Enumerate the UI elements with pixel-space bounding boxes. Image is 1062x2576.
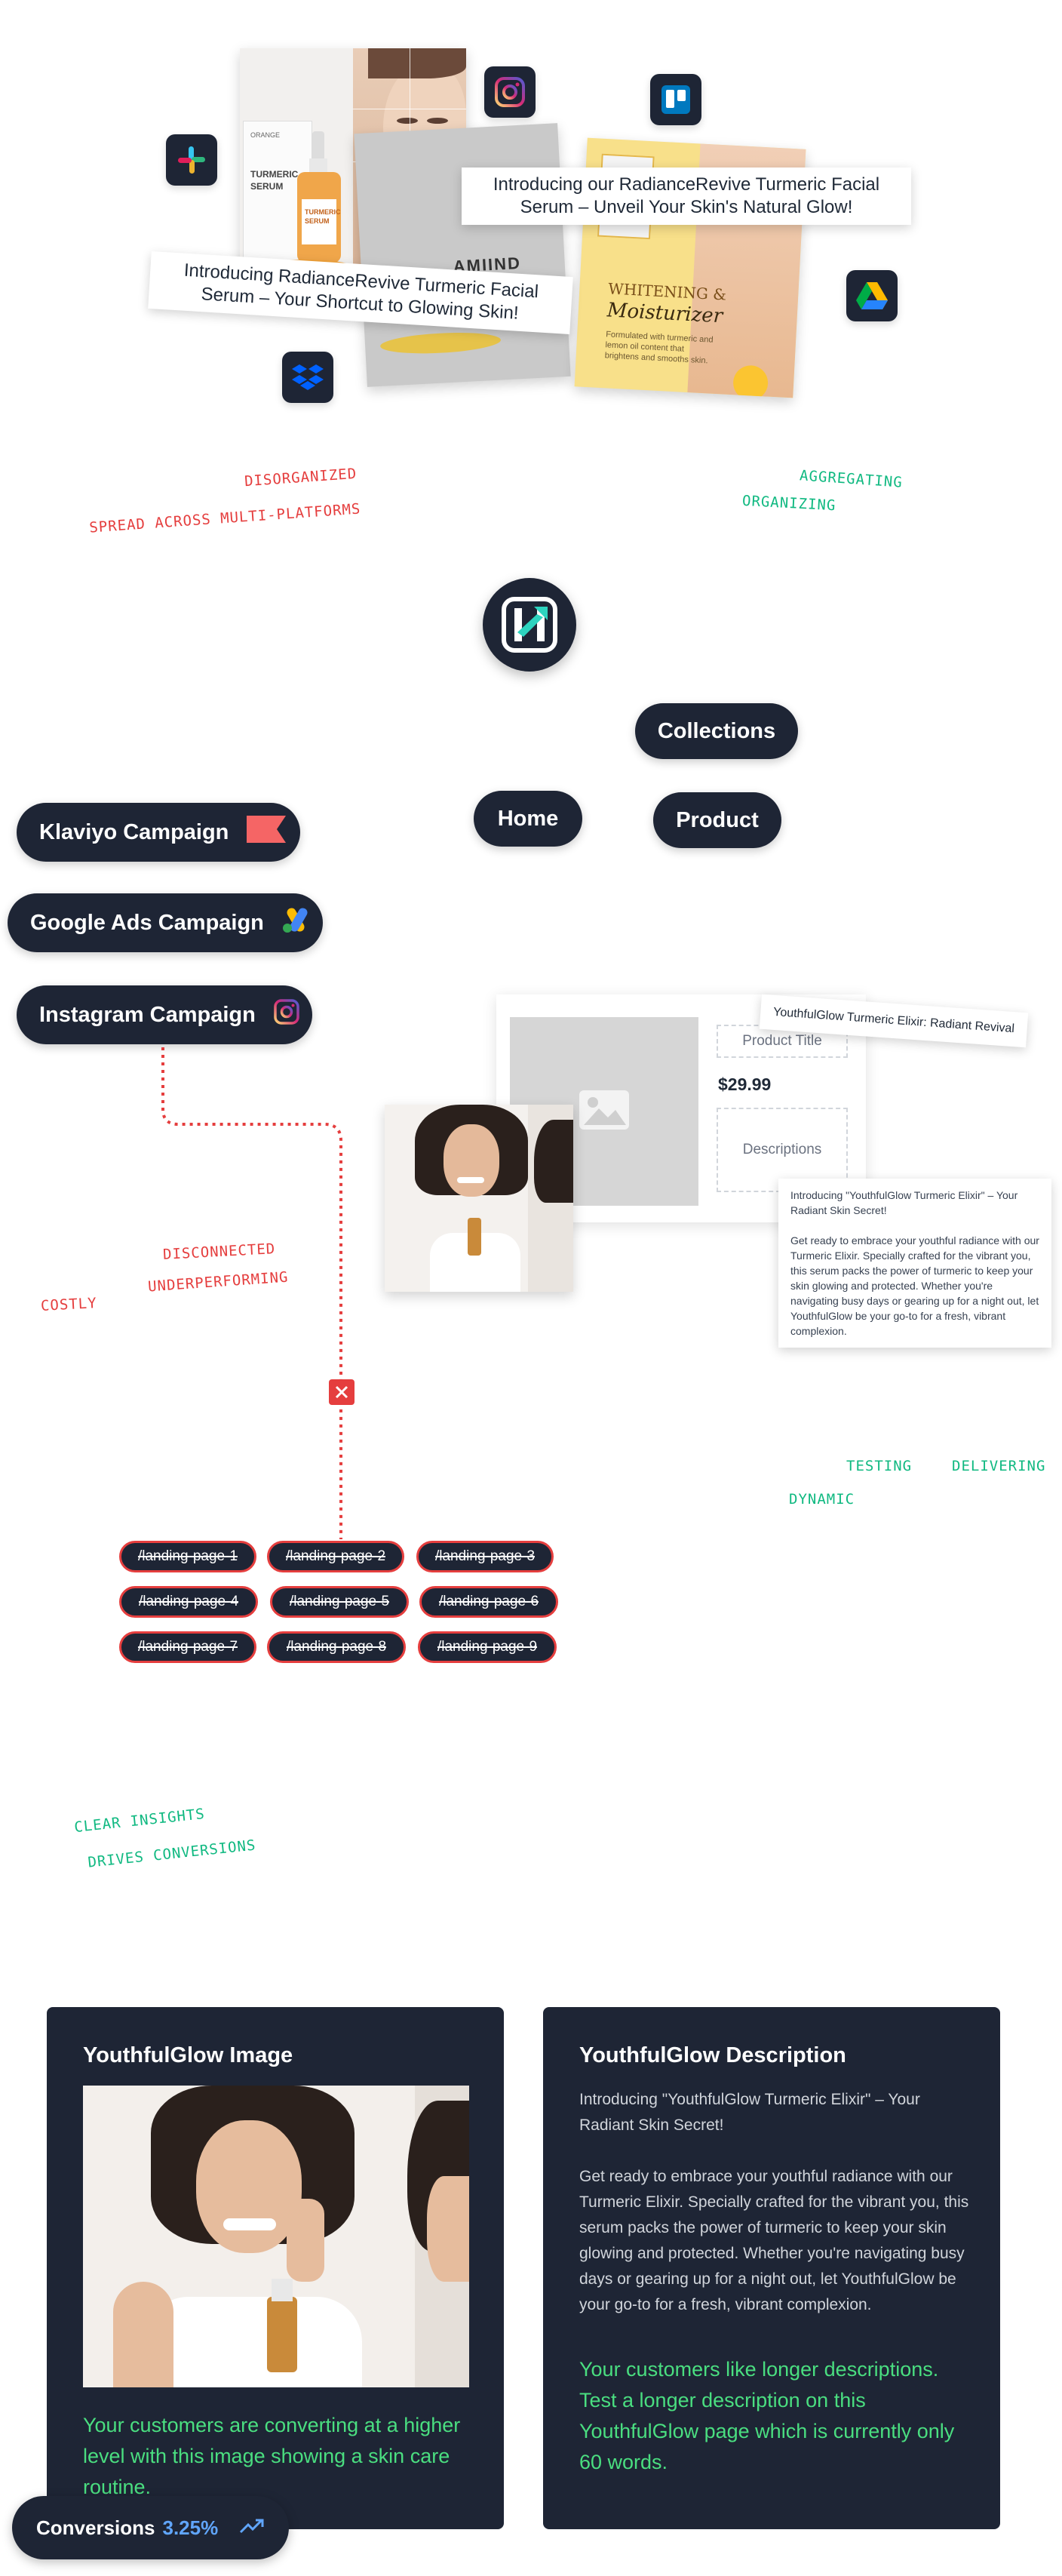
product-price: $29.99 (718, 1074, 772, 1094)
floating-description: Introducing "YouthfulGlow Turmeric Elixi… (778, 1179, 1051, 1348)
trend-up-icon (239, 2516, 265, 2540)
landing-page-pill[interactable]: /landing-page-3 (416, 1541, 554, 1572)
woman-photo-card (385, 1105, 573, 1292)
conversions-label: Conversions (36, 2516, 155, 2539)
trello-icon (650, 74, 701, 125)
campaign-instagram[interactable]: Instagram Campaign (17, 985, 312, 1044)
campaign-google-ads[interactable]: Google Ads Campaign (8, 893, 323, 952)
broken-connector (161, 1047, 342, 1539)
instagram-icon (484, 66, 536, 118)
floating-description-intro: Introducing "YouthfulGlow Turmeric Elixi… (790, 1189, 1018, 1216)
landing-page-pill[interactable]: /landing-page-6 (419, 1586, 558, 1618)
image-placeholder-icon (578, 1089, 631, 1135)
google-ads-icon (282, 907, 311, 939)
landing-page-pill[interactable]: /landing-page-9 (418, 1631, 557, 1663)
bottle-label-1: TURMERIC (305, 208, 341, 216)
image-card-insight: Your customers are converting at a highe… (83, 2414, 461, 2498)
logo-icon (483, 578, 576, 672)
note-costly: COSTLY (40, 1295, 98, 1314)
landing-page-pill[interactable]: /landing-page-7 (119, 1631, 256, 1663)
landing-page-pill[interactable]: /landing-page-4 (119, 1586, 258, 1618)
dropbox-icon (282, 352, 333, 403)
bottle-label-2: SERUM (305, 217, 330, 225)
caption-right: Introducing our RadianceRevive Turmeric … (462, 168, 911, 225)
slack-icon (166, 134, 217, 186)
note-drives-conversions: DRIVES CONVERSIONS (87, 1837, 257, 1871)
page-collections[interactable]: Collections (635, 703, 798, 759)
close-x-icon (329, 1379, 355, 1405)
instagram-icon (274, 999, 299, 1031)
page-home[interactable]: Home (474, 791, 582, 847)
box-label-1: TURMERIC (250, 169, 299, 180)
landing-page-pill[interactable]: /landing-page-5 (270, 1586, 409, 1618)
description-card-title: YouthfulGlow Description (579, 2043, 846, 2067)
landing-page-pill[interactable]: /landing-page-2 (267, 1541, 404, 1572)
note-testing: TESTING (846, 1458, 913, 1474)
note-delivering: DELIVERING (952, 1458, 1046, 1474)
floating-description-body: Get ready to embrace your youthful radia… (790, 1234, 1039, 1337)
page-product[interactable]: Product (653, 792, 781, 848)
bottle-brand: ORANGE (250, 131, 281, 139)
conversions-badge[interactable]: Conversions 3.25% (12, 2496, 290, 2559)
campaign-google-label: Google Ads Campaign (30, 910, 264, 935)
landing-page-pill[interactable]: /landing-page-8 (267, 1631, 406, 1663)
image-card-title: YouthfulGlow Image (83, 2043, 293, 2067)
google-drive-icon (846, 270, 898, 321)
box-label-2: SERUM (250, 181, 284, 192)
campaign-klaviyo[interactable]: Klaviyo Campaign (17, 803, 300, 862)
landing-page-pill[interactable]: /landing-page-1 (119, 1541, 256, 1572)
campaign-instagram-label: Instagram Campaign (39, 1002, 256, 1027)
description-card-body: Get ready to embrace your youthful radia… (579, 2168, 969, 2313)
description-card-intro: Introducing "YouthfulGlow Turmeric Elixi… (579, 2091, 920, 2134)
note-dynamic: DYNAMIC (789, 1491, 855, 1508)
image-insight-card: YouthfulGlow Image Your customers are co… (47, 2007, 504, 2529)
image-card-photo (83, 2086, 469, 2387)
description-card-insight: Your customers like longer descriptions.… (579, 2358, 955, 2473)
klaviyo-flag-icon (247, 816, 287, 849)
description-insight-card: YouthfulGlow Description Introducing "Yo… (543, 2007, 1000, 2529)
note-clear-insights: CLEAR INSIGHTS (73, 1805, 206, 1837)
campaign-klaviyo-label: Klaviyo Campaign (39, 819, 229, 844)
conversions-value: 3.25% (162, 2516, 219, 2539)
